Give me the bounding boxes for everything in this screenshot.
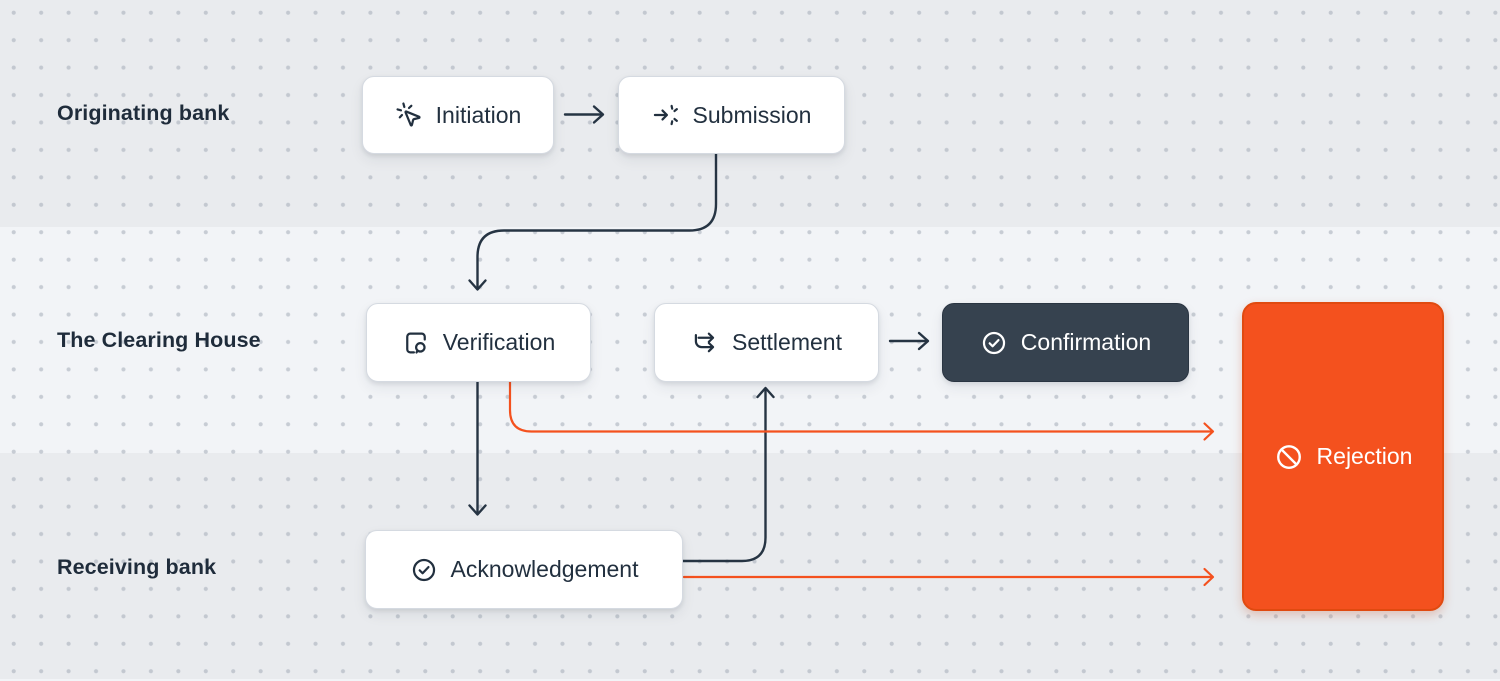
node-rejection-label: Rejection xyxy=(1316,443,1413,469)
check-circle-icon xyxy=(412,558,435,581)
lane-label-originating-bank: Originating bank xyxy=(57,101,230,125)
check-circle-icon xyxy=(982,331,1005,354)
lane-label-receiving-bank: Receiving bank xyxy=(57,555,217,579)
node-submission: Submission xyxy=(618,76,845,154)
mouse-pointer-click-icon xyxy=(396,102,421,127)
arrow-impact-icon xyxy=(653,104,678,126)
node-acknowledgement-label: Acknowledgement xyxy=(450,556,639,582)
node-acknowledgement: Acknowledgement xyxy=(365,530,683,609)
node-verification-label: Verification xyxy=(442,329,556,355)
transfer-arrows-icon xyxy=(694,332,715,352)
node-confirmation: Confirmation xyxy=(942,303,1189,382)
node-settlement-label: Settlement xyxy=(732,329,842,355)
node-rejection: Rejection xyxy=(1242,302,1444,611)
ban-icon xyxy=(1276,444,1301,469)
node-settlement: Settlement xyxy=(654,303,879,382)
lane-label-clearing-house: The Clearing House xyxy=(57,328,261,352)
node-verification: Verification xyxy=(366,303,591,382)
node-submission-label: Submission xyxy=(692,101,812,128)
document-search-icon xyxy=(405,332,426,354)
node-confirmation-label: Confirmation xyxy=(1020,329,1152,355)
node-initiation: Initiation xyxy=(362,76,554,154)
node-initiation-label: Initiation xyxy=(435,101,522,128)
